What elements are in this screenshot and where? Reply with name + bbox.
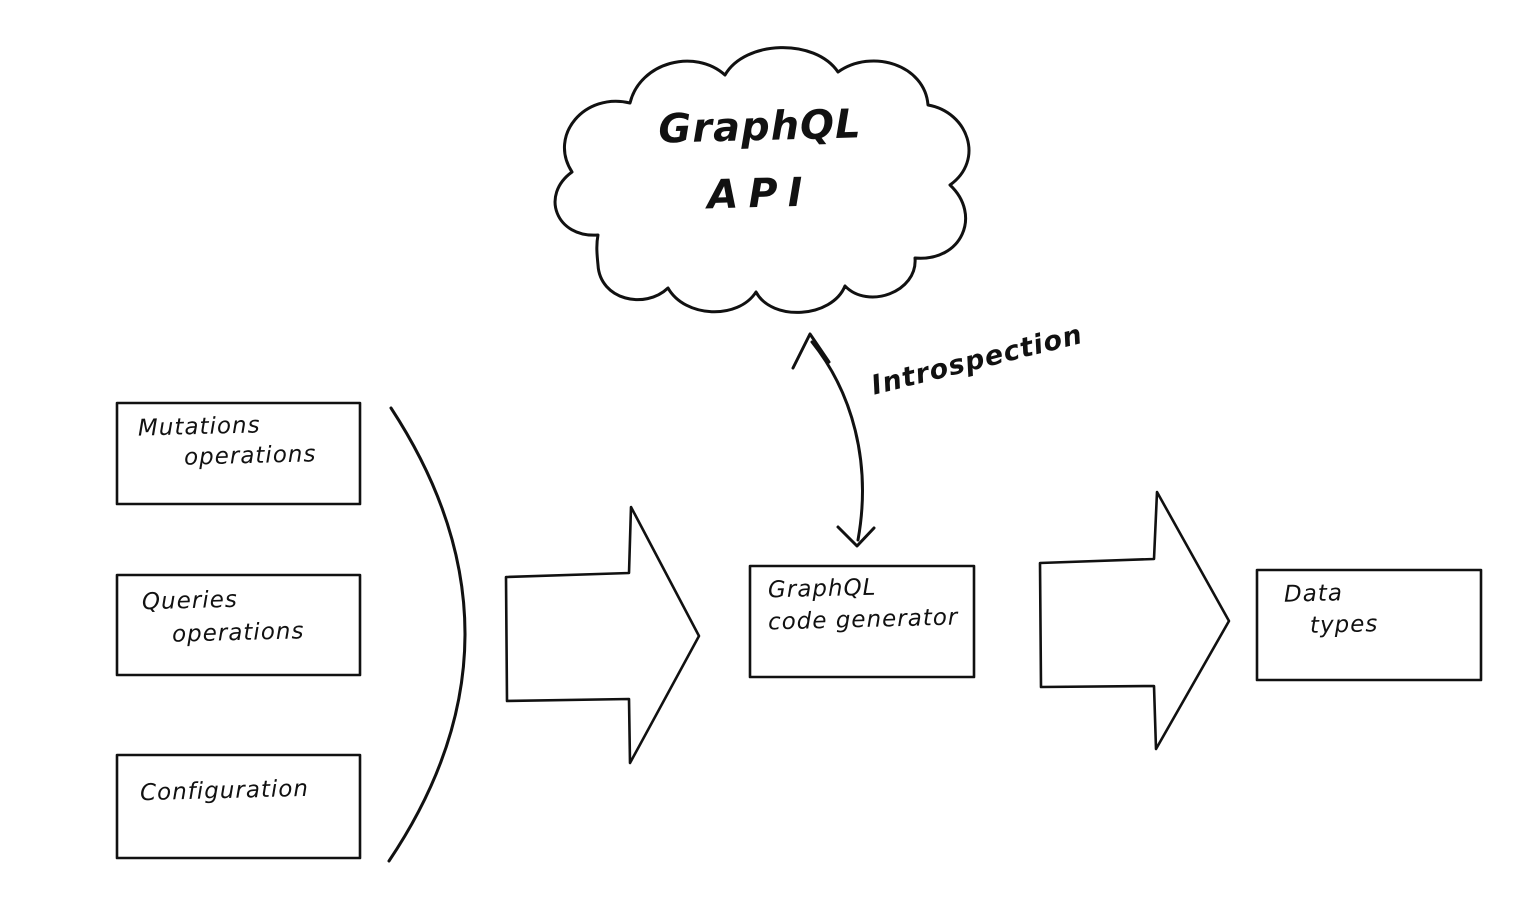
data-types-box <box>1255 568 1483 682</box>
output-label-line-2: types <box>1309 611 1379 639</box>
group-bracket <box>387 406 467 863</box>
introspection-arrow <box>810 340 864 542</box>
queries-box <box>115 573 362 677</box>
output-label-line-1: Data <box>1283 580 1344 608</box>
generator-box <box>748 564 976 679</box>
mutations-label-line-2: operations <box>183 441 317 471</box>
introspection-arrowhead-bottom <box>836 525 876 548</box>
graphql-api-cloud <box>553 46 971 314</box>
generator-label-line-2: code generator <box>767 604 959 636</box>
configuration-box <box>115 753 362 860</box>
queries-label-line-2: operations <box>171 618 305 648</box>
introspection-arrowhead-top <box>791 332 831 370</box>
mutations-box <box>115 401 362 506</box>
mutations-label-line-1: Mutations <box>137 412 261 442</box>
flow-arrow-1 <box>504 505 701 765</box>
cloud-label-line-1: GraphQL <box>657 101 863 153</box>
cloud-label-line-2: API <box>706 169 814 219</box>
flow-arrow-2 <box>1038 490 1231 751</box>
queries-label-line-1: Queries <box>141 586 239 616</box>
configuration-label: Configuration <box>139 775 310 807</box>
generator-label-line-1: GraphQL <box>767 574 877 604</box>
